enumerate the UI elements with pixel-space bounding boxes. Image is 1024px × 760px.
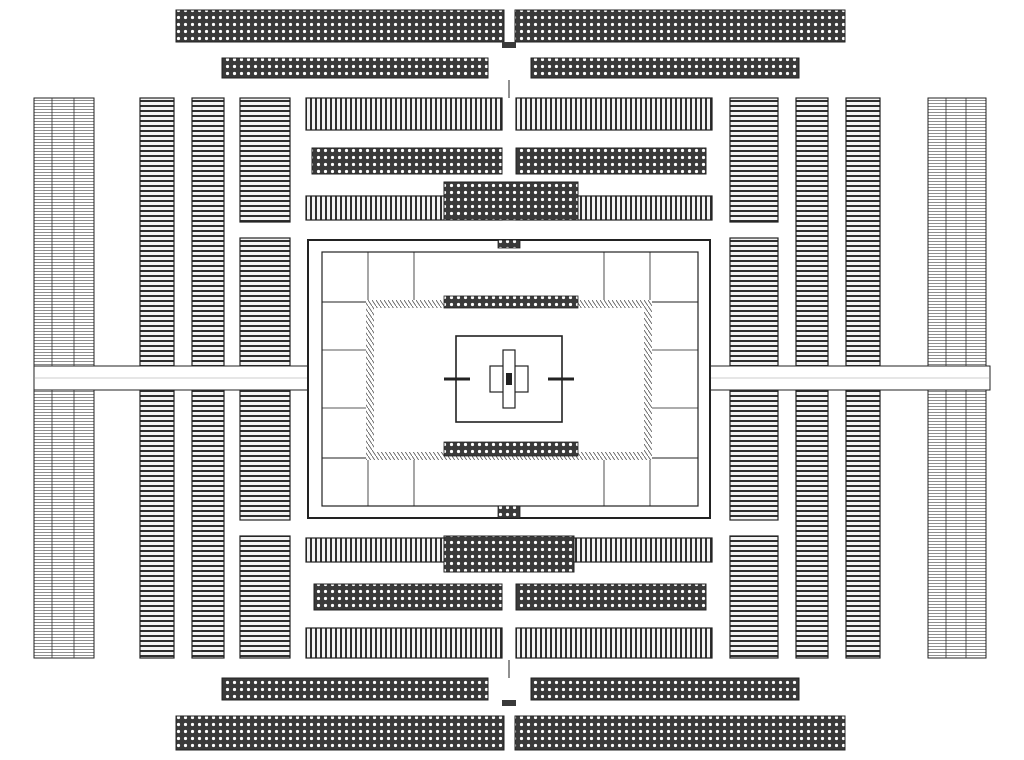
upper-block-rows	[305, 97, 713, 221]
right-corridor	[703, 365, 991, 391]
top-row-right-band	[514, 9, 846, 43]
bottom-row-left-upper-band	[221, 677, 489, 701]
outer-bottom-row	[175, 677, 846, 751]
left-corridor	[33, 365, 321, 391]
bottom-row-right-upper-band	[530, 677, 800, 701]
lower-block-rows	[305, 535, 713, 659]
axis-connectors	[497, 42, 521, 706]
bottom-row-left-band	[175, 715, 505, 751]
bottom-row-right-band	[514, 715, 846, 751]
center-cross-icon	[489, 349, 529, 409]
right-striped-columns	[729, 97, 881, 659]
top-row-left-lower-band	[221, 57, 489, 79]
top-row-right-lower-band	[530, 57, 800, 79]
top-row-left-band	[175, 9, 505, 43]
outer-top-row	[175, 9, 846, 79]
